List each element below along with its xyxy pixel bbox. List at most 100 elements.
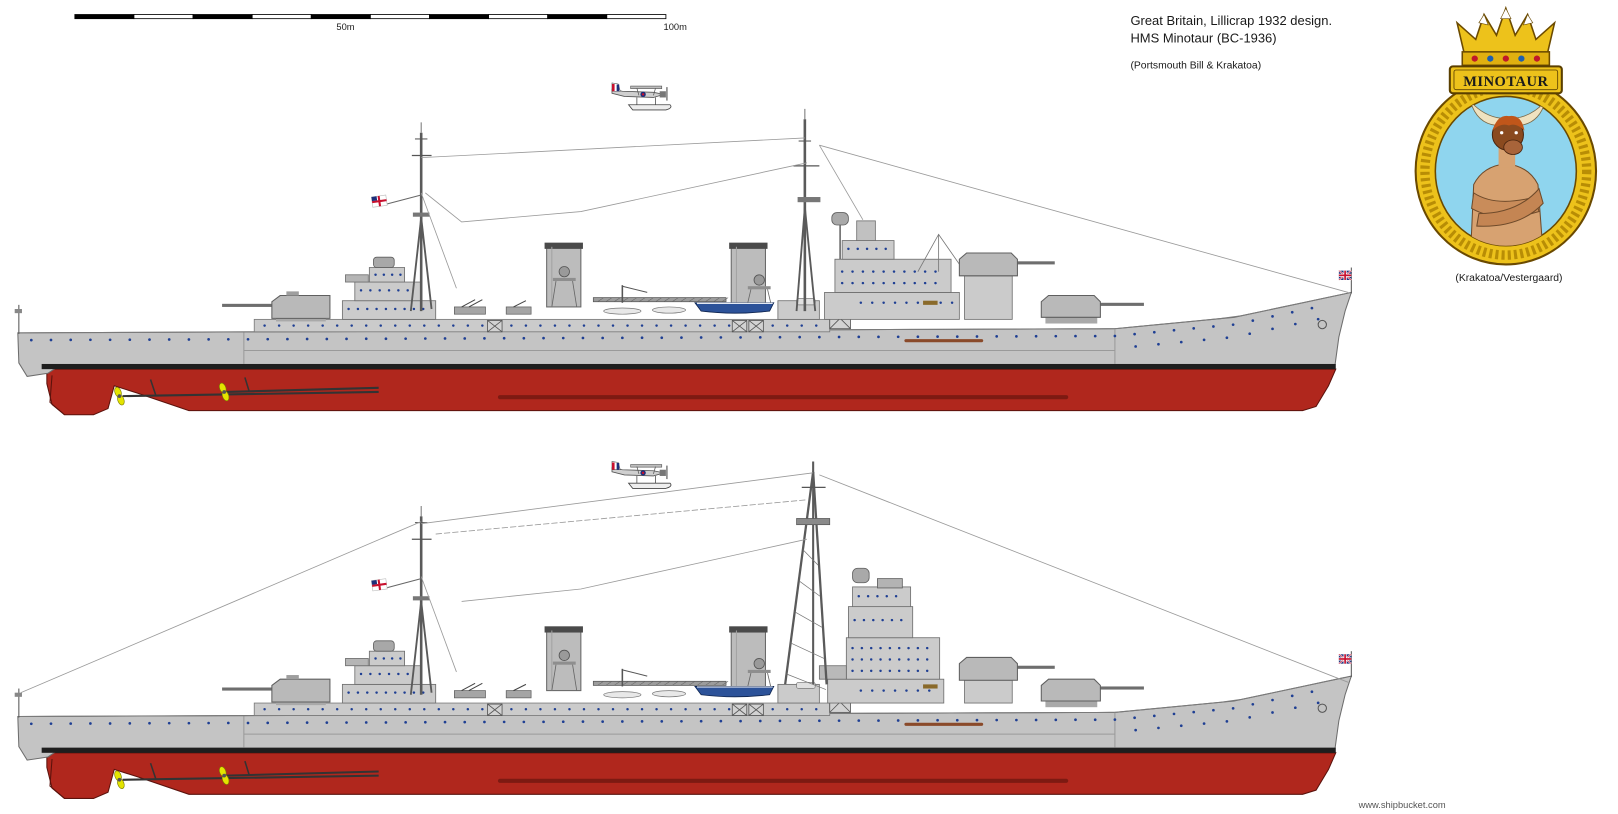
porthole	[1034, 718, 1038, 722]
porthole	[128, 338, 132, 342]
searchlight-icon	[558, 649, 570, 661]
porthole	[1271, 315, 1274, 318]
catapult-truss	[613, 681, 621, 686]
window	[378, 672, 381, 676]
window	[698, 324, 702, 327]
porthole	[1271, 327, 1274, 331]
main-director	[852, 567, 870, 584]
window	[860, 646, 864, 650]
window	[903, 270, 906, 273]
window	[893, 301, 897, 305]
porthole	[601, 720, 604, 723]
porthole	[719, 719, 723, 723]
window	[408, 708, 412, 711]
scale-bar-segment	[74, 14, 135, 20]
deck-fitting	[923, 300, 938, 305]
porthole	[798, 719, 802, 723]
window	[897, 658, 901, 661]
seaplane-roundel-center	[641, 93, 645, 96]
funnel-cap	[544, 626, 583, 633]
window	[379, 324, 382, 327]
porthole	[758, 335, 762, 339]
tower-base	[827, 678, 945, 704]
window	[423, 324, 426, 327]
porthole	[286, 721, 289, 725]
foremast-tripod-leg	[795, 207, 806, 312]
window	[390, 273, 394, 277]
catapult-truss	[622, 297, 629, 302]
porthole	[1152, 330, 1156, 334]
foremast-tripod-leg	[784, 471, 815, 685]
window	[916, 646, 920, 650]
porthole	[1054, 334, 1058, 338]
window	[905, 689, 908, 692]
catapult-truss	[721, 297, 729, 302]
window	[364, 324, 368, 327]
seaplane-float	[627, 104, 672, 111]
window	[452, 708, 455, 711]
window	[403, 691, 406, 694]
window	[907, 669, 910, 673]
window	[510, 324, 513, 327]
catapult-truss	[655, 297, 662, 302]
b-turret-barbette	[964, 275, 1013, 320]
bilge-keel	[497, 778, 1069, 783]
catapult	[592, 680, 727, 686]
searchlight-platform	[552, 661, 576, 665]
window	[384, 691, 388, 694]
flag-cross-red	[371, 582, 387, 587]
porthole	[246, 337, 250, 341]
shaft-bracket	[149, 379, 157, 396]
boom	[904, 339, 984, 343]
bridge-structure	[834, 258, 952, 293]
catapult-truss	[663, 681, 671, 686]
window	[876, 594, 879, 598]
window	[356, 307, 360, 311]
porthole	[108, 338, 112, 342]
foremast-brace	[786, 673, 827, 690]
seaplane-icon	[611, 82, 672, 111]
porthole	[1293, 322, 1297, 326]
window	[862, 618, 866, 622]
window	[800, 324, 803, 327]
porthole	[857, 335, 861, 339]
porthole	[325, 337, 329, 341]
porthole	[1212, 325, 1215, 328]
porthole	[1192, 327, 1196, 330]
window	[553, 708, 557, 711]
porthole	[1316, 701, 1320, 705]
hawse-pipe	[1317, 319, 1327, 330]
window	[785, 708, 789, 711]
union-jack-flag	[1338, 653, 1352, 665]
catapult-truss	[647, 297, 654, 302]
window	[356, 691, 360, 694]
window	[390, 657, 394, 660]
window	[277, 324, 281, 327]
window	[875, 247, 878, 251]
stay	[819, 144, 864, 221]
catapult-truss	[680, 297, 687, 302]
window	[408, 324, 412, 327]
seaplane-upper-wing	[630, 464, 663, 468]
porthole	[778, 719, 782, 723]
window	[890, 618, 894, 622]
window	[859, 301, 863, 305]
scale-label-100: 100m	[664, 22, 688, 32]
window	[934, 270, 937, 273]
porthole	[69, 338, 73, 342]
platform-leg	[551, 664, 557, 691]
window	[916, 689, 920, 692]
porthole	[739, 336, 742, 339]
porthole	[719, 336, 723, 339]
porthole	[936, 335, 939, 338]
tower-bridge-upper	[847, 606, 914, 639]
flag-cross-red	[1338, 658, 1352, 660]
picket-boat	[694, 302, 775, 314]
porthole	[463, 720, 467, 724]
propeller-icon	[219, 382, 230, 402]
foremast-brace	[798, 580, 821, 597]
porthole	[857, 719, 861, 722]
window	[684, 324, 687, 327]
mainmast-tripod-leg	[409, 217, 423, 312]
porthole	[916, 335, 920, 339]
